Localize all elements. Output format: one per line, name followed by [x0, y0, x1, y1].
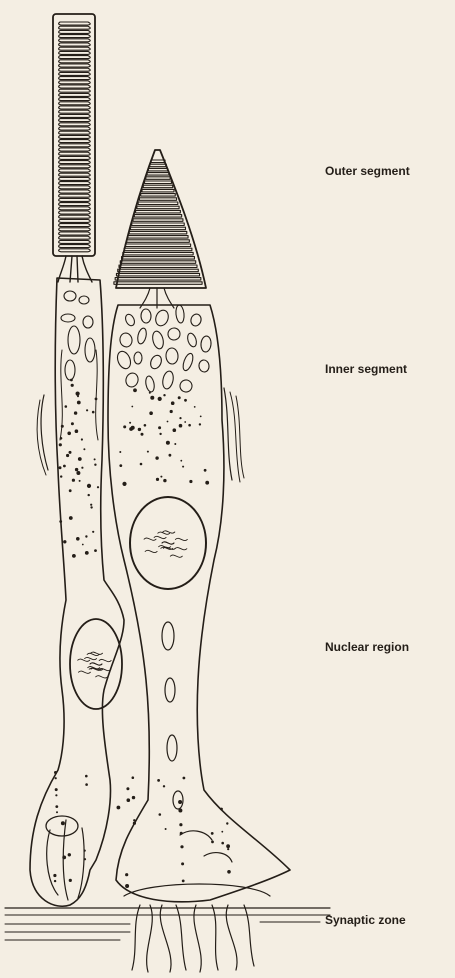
- label-synaptic-zone: Synaptic zone: [325, 913, 406, 927]
- label-outer-segment: Outer segment: [325, 164, 410, 178]
- cone-outer-segment: [114, 150, 206, 288]
- rod-spherule: [47, 820, 84, 900]
- synaptic-zone-structure: [5, 884, 330, 972]
- label-inner-segment: Inner segment: [325, 362, 407, 376]
- rod-cell-outline: [30, 278, 124, 906]
- cone-cell: [108, 150, 290, 902]
- rod-outer-segment: [53, 14, 95, 256]
- label-nuclear-region: Nuclear region: [325, 640, 409, 654]
- cone-cell-outline: [108, 305, 290, 902]
